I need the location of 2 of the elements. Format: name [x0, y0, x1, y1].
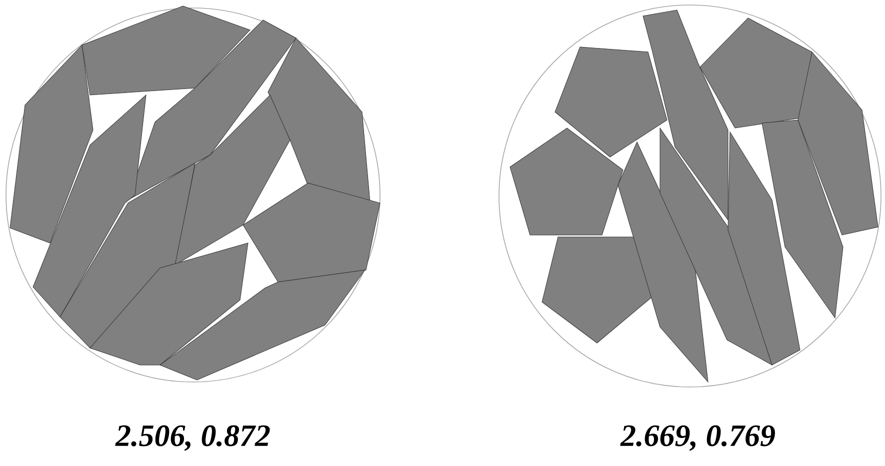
result-label: 2.506, 0.872 — [115, 425, 270, 451]
result-label: 2.669, 0.769 — [620, 425, 775, 451]
